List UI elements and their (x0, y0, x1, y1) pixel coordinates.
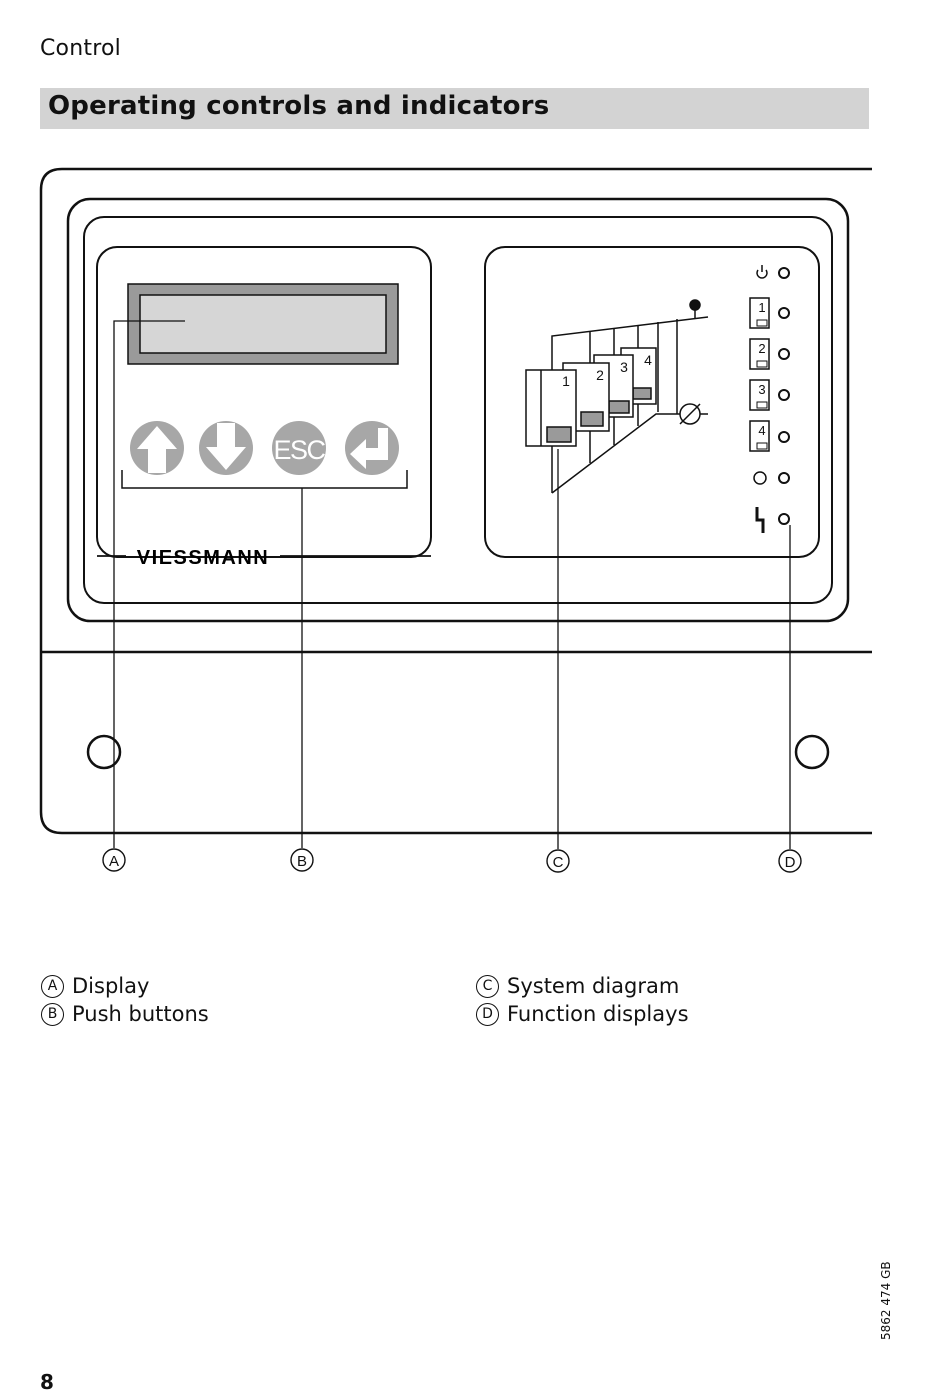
system-diagram (525, 299, 709, 494)
legend-key: A (41, 974, 64, 998)
module-label-1: 1 (562, 373, 570, 389)
title-bar: Operating controls and indicators (40, 88, 869, 129)
legend-text: Display (72, 974, 150, 998)
brand-logo: VIESSMANN (137, 547, 269, 569)
down-arrow-button[interactable] (199, 421, 253, 475)
indicator-label-3: 3 (758, 382, 765, 397)
callout-d: D (785, 854, 796, 871)
flame-icon (753, 471, 767, 485)
indicator-led-2 (778, 348, 790, 360)
callout-c: C (553, 854, 564, 871)
down-arrow-icon (206, 423, 246, 470)
module-icon-4 (749, 420, 770, 452)
indicator-led-flame (778, 472, 790, 484)
power-icon (756, 269, 768, 279)
legend-text: System diagram (507, 974, 680, 998)
esc-button[interactable]: ESC (272, 421, 327, 475)
operating-panel (96, 246, 432, 558)
document-code: 5862 474 GB (879, 1261, 893, 1340)
legend-left: A Display B Push buttons (41, 972, 209, 1028)
enter-button[interactable] (345, 421, 399, 475)
control-panel-diagram: ESC VIESSMANN 1 2 3 (39, 167, 872, 873)
legend-key: B (41, 1002, 64, 1026)
housing-edge (864, 651, 872, 834)
module-label-3: 3 (620, 359, 628, 375)
housing-outline (39, 167, 872, 652)
legend-text: Function displays (507, 1002, 689, 1026)
indicator-led-4 (778, 431, 790, 443)
callout-b: B (297, 853, 307, 870)
indicator-led-power (778, 267, 790, 279)
legend-item: A Display (41, 972, 209, 1000)
fault-icon (755, 507, 765, 533)
legend-right: C System diagram D Function displays (476, 972, 689, 1028)
indicator-panel (484, 246, 820, 558)
module-label-4: 4 (644, 352, 652, 368)
enter-icon (350, 428, 388, 469)
screw-left (86, 734, 122, 770)
module-icon-1 (749, 297, 770, 329)
callout-a: A (109, 853, 119, 870)
indicator-label-2: 2 (758, 341, 765, 356)
panel-frame-inner (83, 216, 833, 604)
indicator-led-fault (778, 513, 790, 525)
page-number: 8 (40, 1370, 54, 1394)
legend-key: C (476, 974, 499, 998)
legend-text: Push buttons (72, 1002, 209, 1026)
module-label-2: 2 (596, 367, 604, 383)
lcd-display (127, 283, 399, 365)
page-title: Operating controls and indicators (48, 91, 550, 121)
module-icon-3 (749, 379, 770, 411)
up-arrow-button[interactable] (130, 421, 184, 475)
legend-item: D Function displays (476, 1000, 689, 1028)
legend-item: C System diagram (476, 972, 689, 1000)
callout-leaders (113, 320, 791, 849)
indicator-label-1: 1 (758, 300, 765, 315)
indicator-label-4: 4 (758, 423, 765, 438)
screw-right (794, 734, 830, 770)
legend-item: B Push buttons (41, 1000, 209, 1028)
section-label: Control (40, 36, 121, 61)
up-arrow-icon (137, 426, 177, 473)
esc-button-label: ESC (273, 435, 325, 465)
housing-lower (39, 652, 872, 835)
indicator-led-1 (778, 307, 790, 319)
button-group-bracket (121, 470, 408, 489)
indicator-led-3 (778, 389, 790, 401)
panel-frame-outer (66, 197, 850, 623)
module-icon-2 (749, 338, 770, 370)
legend-key: D (476, 1002, 499, 1026)
